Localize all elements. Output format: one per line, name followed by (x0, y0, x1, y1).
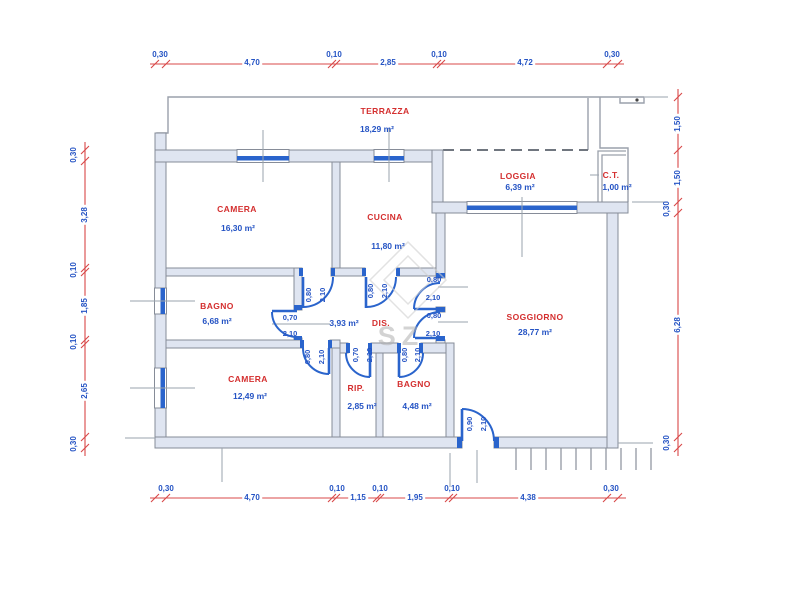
room-label-soggiorno: SOGGIORNO (506, 312, 564, 322)
room-area-terrazza: 18,29 m² (359, 124, 395, 134)
room-label-bagno-2: BAGNO (397, 379, 431, 389)
door-dim-rip-w: 0,70 (351, 347, 360, 363)
dimension-ticks (80, 59, 683, 503)
plan-dot (635, 98, 639, 102)
door-dim-cucina-w: 0,80 (366, 283, 375, 299)
room-label-bagno-1: BAGNO (200, 301, 234, 311)
room-label-rip: RIP. (347, 383, 365, 393)
dim-bottom-8: 0,30 (603, 484, 619, 493)
door-dim-bagno-w: 0,70 (282, 313, 298, 322)
dim-right-0: 1,50 (673, 114, 683, 134)
door-dim-rip-h: 2,10 (365, 347, 374, 363)
dim-bottom-7: 4,38 (518, 493, 538, 503)
door-dim-soggiorno-lower-h: 2,10 (425, 329, 441, 338)
dim-top-3: 2,85 (378, 58, 398, 68)
dim-bottom-4: 0,10 (372, 484, 388, 493)
door-dim-soggiorno-upper-h: 2,10 (425, 293, 441, 302)
dim-top-5: 4,72 (515, 58, 535, 68)
dim-bottom-3: 1,15 (348, 493, 368, 503)
dim-right-3: 6,28 (673, 315, 683, 335)
watermark-text: SZ (377, 321, 425, 351)
dim-left-3: 1,85 (80, 296, 90, 316)
walls (154, 132, 629, 449)
door-dim-cucina-h: 2,10 (380, 283, 389, 299)
room-label-loggia: LOGGIA (500, 171, 536, 181)
door-dim-bagno2-w: 0,80 (400, 347, 409, 363)
room-area-camera-1: 16,30 m² (220, 223, 256, 233)
dim-top-0: 0,30 (152, 50, 168, 59)
room-label-cucina: CUCINA (367, 212, 403, 222)
door-dim-camera-w: 0,80 (304, 287, 313, 303)
room-label-terrazza: TERRAZZA (360, 106, 410, 116)
dim-top-4: 0,10 (431, 50, 447, 59)
door-dim-entry-h: 2,10 (479, 416, 488, 432)
room-label-ct: C.T. (602, 170, 620, 180)
room-area-soggiorno: 28,77 m² (517, 327, 553, 337)
dim-left-0: 0,30 (69, 147, 78, 163)
ct-room-outline (597, 150, 626, 202)
reference-lines (125, 96, 668, 487)
dim-left-5: 2,65 (80, 381, 90, 401)
door-dim-camera2-w: 0,80 (303, 349, 312, 365)
room-area-loggia: 6,39 m² (505, 182, 535, 192)
dim-bottom-6: 0,10 (444, 484, 460, 493)
dim-right-2: 0,30 (662, 201, 671, 217)
room-label-camera-1: CAMERA (217, 204, 257, 214)
dim-right-4: 0,30 (662, 435, 671, 451)
door-dim-entry-w: 0,90 (465, 416, 474, 432)
room-area-bagno-1: 6,68 m² (202, 316, 232, 326)
watermark-logo (368, 240, 448, 320)
door-dim-camera-h: 2,10 (318, 287, 327, 303)
dim-top-6: 0,30 (604, 50, 620, 59)
room-area-cucina: 11,80 m² (371, 241, 405, 251)
room-label-dis: DIS. (371, 318, 391, 328)
dim-bottom-2: 0,10 (329, 484, 345, 493)
dim-right-1: 1,50 (673, 168, 683, 188)
room-label-camera-2: CAMERA (228, 374, 268, 384)
dim-top-2: 0,10 (326, 50, 342, 59)
dim-left-6: 0,30 (69, 436, 78, 452)
dim-left-1: 3,28 (80, 205, 90, 225)
dim-top-1: 4,70 (242, 58, 262, 68)
staircase (515, 448, 652, 470)
dim-bottom-0: 0,30 (158, 484, 174, 493)
room-area-dis: 3,93 m² (329, 318, 359, 328)
dim-bottom-1: 4,70 (242, 493, 262, 503)
door-dim-soggiorno-upper-w: 0,80 (426, 275, 442, 284)
dim-left-2: 0,10 (69, 262, 78, 278)
door-dim-soggiorno-lower-w: 0,80 (426, 311, 442, 320)
room-area-bagno-2: 4,48 m² (402, 401, 432, 411)
room-area-ct: 1,00 m² (602, 182, 632, 192)
door-dim-bagno-h: 2,10 (282, 329, 298, 338)
dim-left-4: 0,10 (69, 334, 78, 350)
dim-bottom-5: 1,95 (405, 493, 425, 503)
door-dim-camera2-h: 2,10 (317, 349, 326, 365)
room-area-rip: 2,85 m² (347, 401, 377, 411)
room-area-camera-2: 12,49 m² (232, 391, 268, 401)
door-dim-bagno2-h: 2,10 (413, 347, 422, 363)
